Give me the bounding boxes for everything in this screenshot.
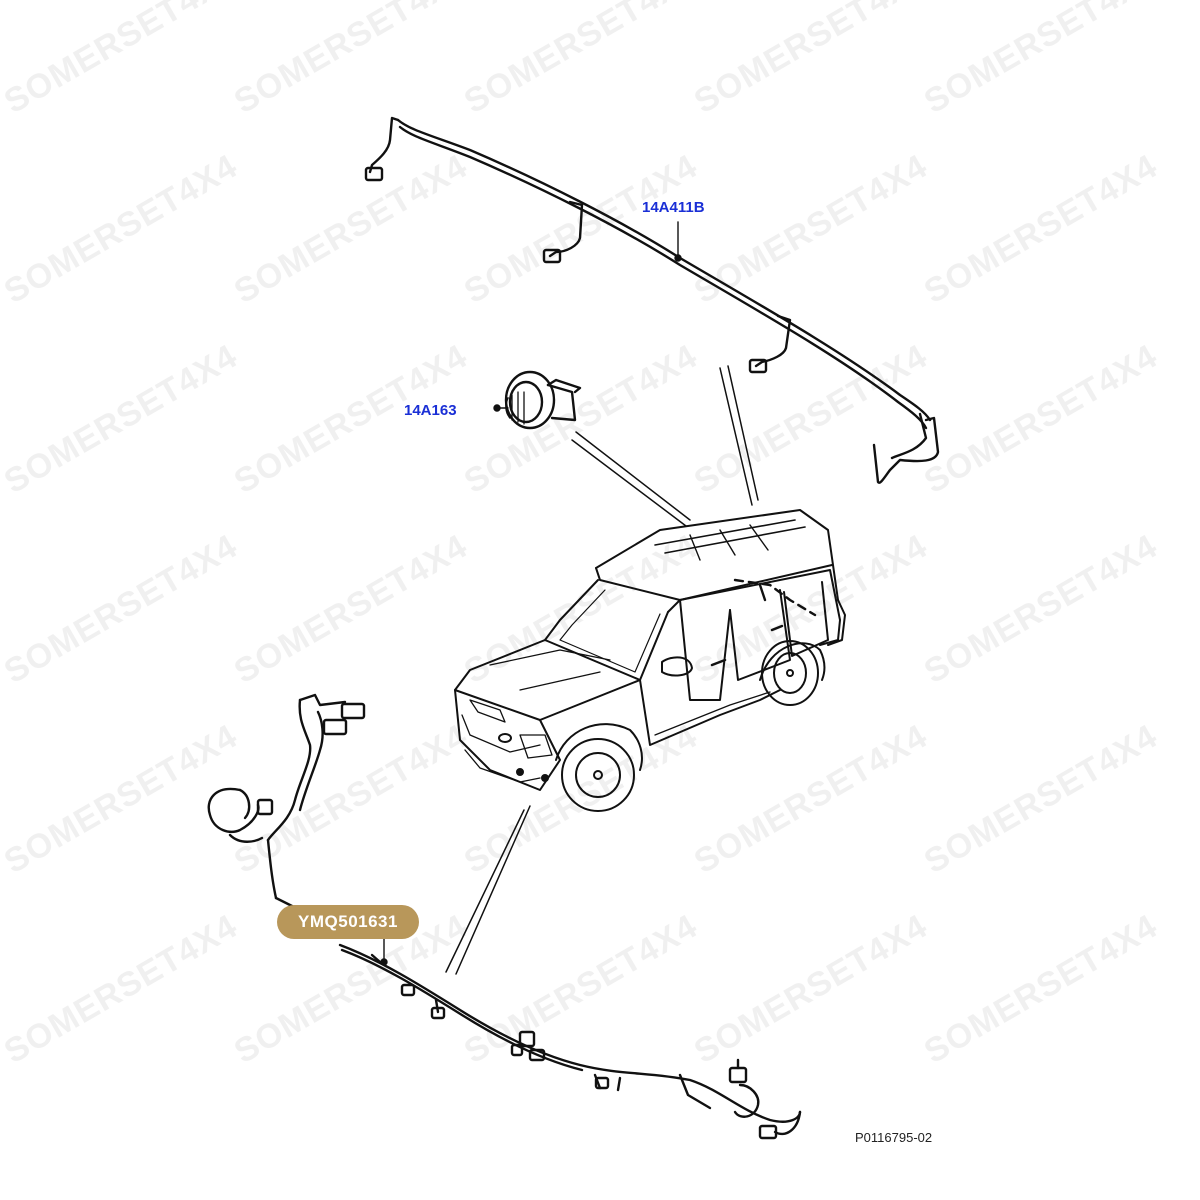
callout-ymq501631-highlighted[interactable]: YMQ501631 [277, 905, 419, 939]
callout-14a411b[interactable]: 14A411B [642, 199, 705, 216]
vehicle-drawing [454, 509, 846, 812]
roof-harness [364, 116, 940, 484]
leader-lines [445, 365, 759, 975]
bumper-harness [207, 693, 802, 1140]
diagram-reference-number: P0116795-02 [855, 1130, 933, 1145]
callout-14a163[interactable]: 14A163 [404, 402, 457, 419]
connector-part [493, 370, 582, 430]
